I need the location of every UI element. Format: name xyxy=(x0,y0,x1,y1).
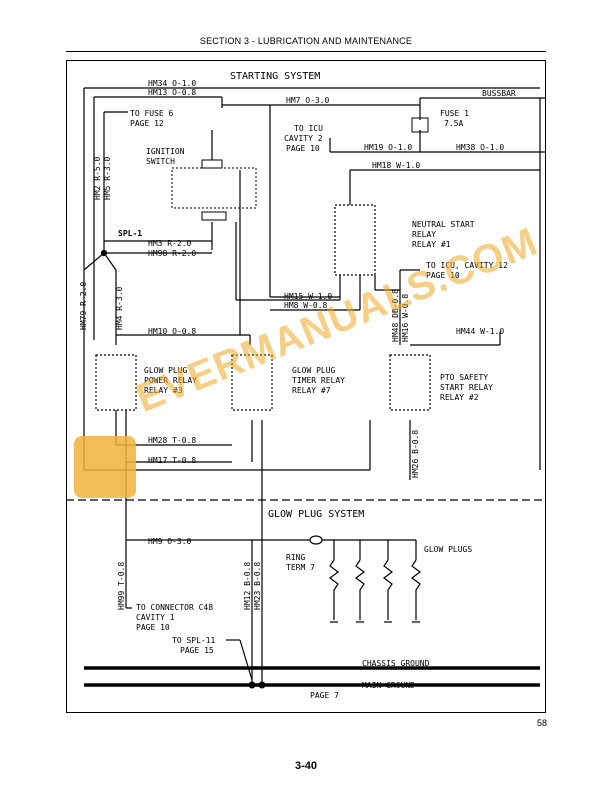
wire-hm79: HM79 R-2.0 xyxy=(79,282,88,330)
ignition-switch-2: SWITCH xyxy=(146,157,175,166)
wire-hm44: HM44 W-1.0 xyxy=(456,327,504,336)
pto-relay-3: RELAY #2 xyxy=(440,393,479,402)
diagram-frame xyxy=(66,60,546,713)
to-c48-1: TO CONNECTOR C48 xyxy=(136,603,213,612)
wire-hm10: HM10 O-0.8 xyxy=(148,327,196,336)
to-c48-3: PAGE 10 xyxy=(136,623,170,632)
wire-hm26: HM26 B-0.8 xyxy=(411,430,420,478)
timer-relay-2: TIMER RELAY xyxy=(292,376,345,385)
wire-hm28: HM28 T-0.8 xyxy=(148,436,196,445)
wire-hm8: HM8 W-0.8 xyxy=(284,301,328,310)
wire-hm18: HM18 W-1.0 xyxy=(372,161,420,170)
wire-hm17: HM17 T-0.8 xyxy=(148,456,196,465)
to-c48-2: CAVITY 1 xyxy=(136,613,175,622)
wire-hm2: HM2 R-5.0 xyxy=(93,156,102,200)
to-fuse-6-1: TO FUSE 6 xyxy=(130,109,174,118)
pto-relay-1: PTO SAFETY xyxy=(440,373,488,382)
wire-hm48: HM48 DB-0.8 xyxy=(391,289,400,342)
to-icu-cav12-2: PAGE 10 xyxy=(426,271,460,280)
glow-plug-system-title: GLOW PLUG SYSTEM xyxy=(268,509,364,520)
ring-term-2: TERM 7 xyxy=(286,563,315,572)
ignition-switch-1: IGNITION xyxy=(146,147,185,156)
chassis-ground-label: CHASSIS GROUND xyxy=(362,659,430,668)
power-relay-1: GLOW PLUG xyxy=(144,366,188,375)
wire-hm4: HM4 R-3.0 xyxy=(115,286,124,330)
page-number: 58 xyxy=(536,718,547,728)
neutral-relay-1: NEUTRAL START xyxy=(412,220,475,229)
wire-hm23: HM23 B-0.8 xyxy=(253,562,262,610)
glow-plugs-label: GLOW PLUGS xyxy=(424,545,472,554)
to-icu-cav2-2: CAVITY 2 xyxy=(284,134,323,143)
to-icu-cav2-3: PAGE 10 xyxy=(286,144,320,153)
wire-hm38: HM38 O-1.0 xyxy=(456,143,504,152)
section-header: SECTION 3 - LUBRICATION AND MAINTENANCE xyxy=(199,36,413,46)
wire-hm16: HM16 W-0.8 xyxy=(401,294,410,342)
wire-hm99: HM99 T-0.8 xyxy=(117,562,126,610)
wire-hm3: HM3 R-2.0 xyxy=(148,239,192,248)
to-icu-cav2-1: TO ICU xyxy=(294,124,323,133)
pto-relay-2: START RELAY xyxy=(440,383,493,392)
wire-hm19: HM19 O-1.0 xyxy=(364,143,412,152)
wire-hm5: HM5 R-3.0 xyxy=(103,156,112,200)
wire-hm15: HM15 W-1.0 xyxy=(284,292,332,301)
wire-hm9: HM9 O-3.0 xyxy=(148,537,192,546)
to-fuse-6-2: PAGE 12 xyxy=(130,119,164,128)
wire-hm34: HM34 O-1.0 xyxy=(148,79,196,88)
fuse-label-1: FUSE 1 xyxy=(440,109,469,118)
wire-hm98: HM98 R-2.0 xyxy=(148,249,196,258)
timer-relay-1: GLOW PLUG xyxy=(292,366,336,375)
bussbar-label: BUSSBAR xyxy=(482,89,516,98)
watermark-logo xyxy=(74,436,136,498)
to-spl11-1: TO SPL-11 xyxy=(172,636,216,645)
to-spl11-2: PAGE 15 xyxy=(180,646,214,655)
neutral-relay-3: RELAY #1 xyxy=(412,240,451,249)
header-rule xyxy=(66,51,546,52)
fuse-label-2: 7.5A xyxy=(444,119,463,128)
wire-hm13: HM13 O-0.8 xyxy=(148,88,196,97)
power-relay-3: RELAY #3 xyxy=(144,386,183,395)
wire-hm12: HM12 B-0.8 xyxy=(243,562,252,610)
to-icu-cav12-1: TO ICU, CAVITY 12 xyxy=(426,261,508,270)
section-page-number: 3-40 xyxy=(294,760,318,772)
starting-system-title: STARTING SYSTEM xyxy=(230,71,320,82)
wire-hm7: HM7 O-3.0 xyxy=(286,96,330,105)
splice-spl1: SPL-1 xyxy=(118,229,142,238)
main-ground-label: MAIN GROUND xyxy=(362,681,415,690)
ring-term-1: RING xyxy=(286,553,305,562)
neutral-relay-2: RELAY xyxy=(412,230,436,239)
power-relay-2: POWER RELAY xyxy=(144,376,197,385)
timer-relay-3: RELAY #7 xyxy=(292,386,331,395)
page7-label: PAGE 7 xyxy=(310,691,339,700)
